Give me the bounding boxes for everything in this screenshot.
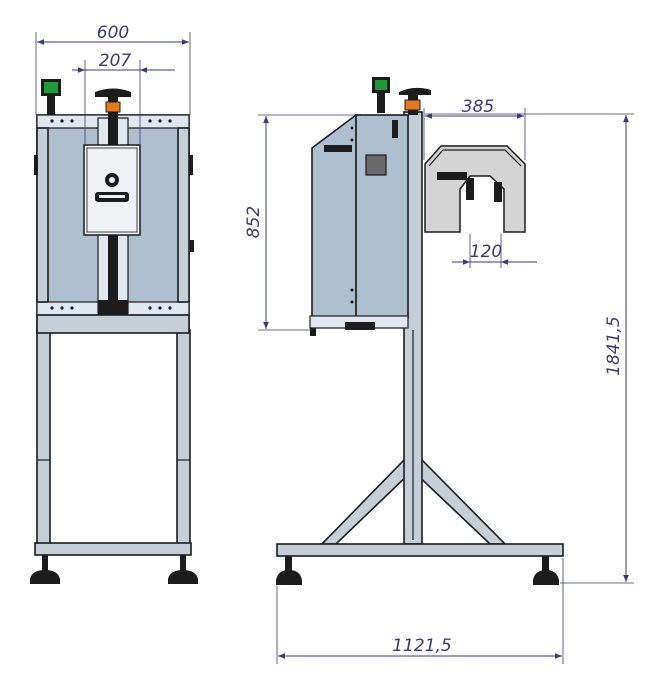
dimensions: 600 207 385 852 xyxy=(35,23,634,664)
spring-emblem-icon xyxy=(95,173,129,202)
front-right-leg xyxy=(176,329,191,546)
front-left-foot xyxy=(30,555,60,584)
side-view xyxy=(276,77,564,585)
dimension-total-height-label: 1841,5 xyxy=(604,316,624,375)
front-lower-rail xyxy=(36,314,190,334)
dimension-side-width-label: 385 xyxy=(462,97,494,117)
front-right-foot xyxy=(168,555,198,584)
dimension-panel-height-label: 852 xyxy=(244,206,264,238)
dimension-side-width: 385 xyxy=(423,97,526,160)
dimension-opening-width: 120 xyxy=(452,234,537,268)
dimension-opening-width-label: 120 xyxy=(470,242,502,262)
front-left-leg xyxy=(36,329,51,546)
front-view xyxy=(30,79,198,584)
side-left-brace xyxy=(320,458,415,545)
side-housing-front xyxy=(355,114,409,319)
side-control-window xyxy=(365,154,387,176)
front-handwheel xyxy=(95,88,131,118)
dimension-total-depth: 1121,5 xyxy=(276,558,564,664)
side-right-foot xyxy=(533,556,559,585)
front-carriage xyxy=(83,144,141,236)
side-base-bar xyxy=(276,543,564,557)
front-base-bar xyxy=(34,542,192,556)
dimension-panel-height: 852 xyxy=(244,114,355,331)
side-guide-part xyxy=(424,145,526,233)
side-handwheel xyxy=(399,87,431,115)
front-green-indicator xyxy=(41,79,61,115)
side-left-foot xyxy=(276,556,302,585)
dimension-total-depth-label: 1121,5 xyxy=(392,636,451,656)
dimension-total-height: 1841,5 xyxy=(425,113,634,584)
dimension-center-width: 207 xyxy=(72,51,175,145)
side-right-brace xyxy=(410,458,507,545)
dimension-overall-width-label: 600 xyxy=(97,23,129,43)
dimension-center-width-label: 207 xyxy=(99,51,132,71)
side-green-indicator xyxy=(372,77,390,113)
dimension-overall-width: 600 xyxy=(35,23,191,115)
